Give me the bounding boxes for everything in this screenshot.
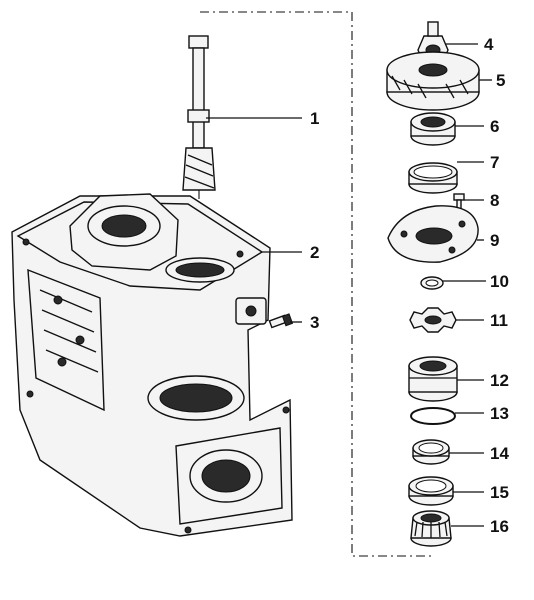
part-3-bolt <box>268 313 294 329</box>
callout-1: 1 <box>310 109 319 128</box>
assembly-alignment-line <box>200 11 432 557</box>
callout-3: 3 <box>310 313 319 332</box>
part-6-bearing <box>410 112 456 146</box>
part-1-pinion-shaft <box>182 35 216 260</box>
callout-2: 2 <box>310 243 319 262</box>
callout-12: 12 <box>490 371 509 390</box>
leader-lines <box>206 43 492 527</box>
callout-5: 5 <box>496 71 505 90</box>
part-10-washer <box>420 276 444 290</box>
callout-16: 16 <box>490 517 509 536</box>
part-9-retainer-plate <box>387 205 479 263</box>
callout-14: 14 <box>490 444 509 463</box>
part-13-o-ring <box>410 407 456 425</box>
callout-labels: 1 2 3 4 5 6 7 8 9 10 11 12 13 14 15 16 <box>310 35 509 536</box>
callout-7: 7 <box>490 153 499 172</box>
callout-13: 13 <box>490 404 509 423</box>
part-16-tapered-bearing <box>410 510 452 547</box>
callout-4: 4 <box>484 35 494 54</box>
callout-8: 8 <box>490 191 499 210</box>
part-15-race <box>408 476 454 506</box>
part-5-helical-gear <box>386 51 480 111</box>
part-2-transmission-housing <box>11 193 293 537</box>
callout-15: 15 <box>490 483 509 502</box>
callout-11: 11 <box>490 311 508 330</box>
callout-6: 6 <box>490 117 499 136</box>
part-7-ring <box>408 162 458 194</box>
callout-9: 9 <box>490 231 499 250</box>
part-14-race <box>412 439 450 465</box>
callout-10: 10 <box>490 272 509 291</box>
part-11-lock-plate <box>409 307 457 333</box>
part-12-bearing-assembly <box>408 356 458 402</box>
